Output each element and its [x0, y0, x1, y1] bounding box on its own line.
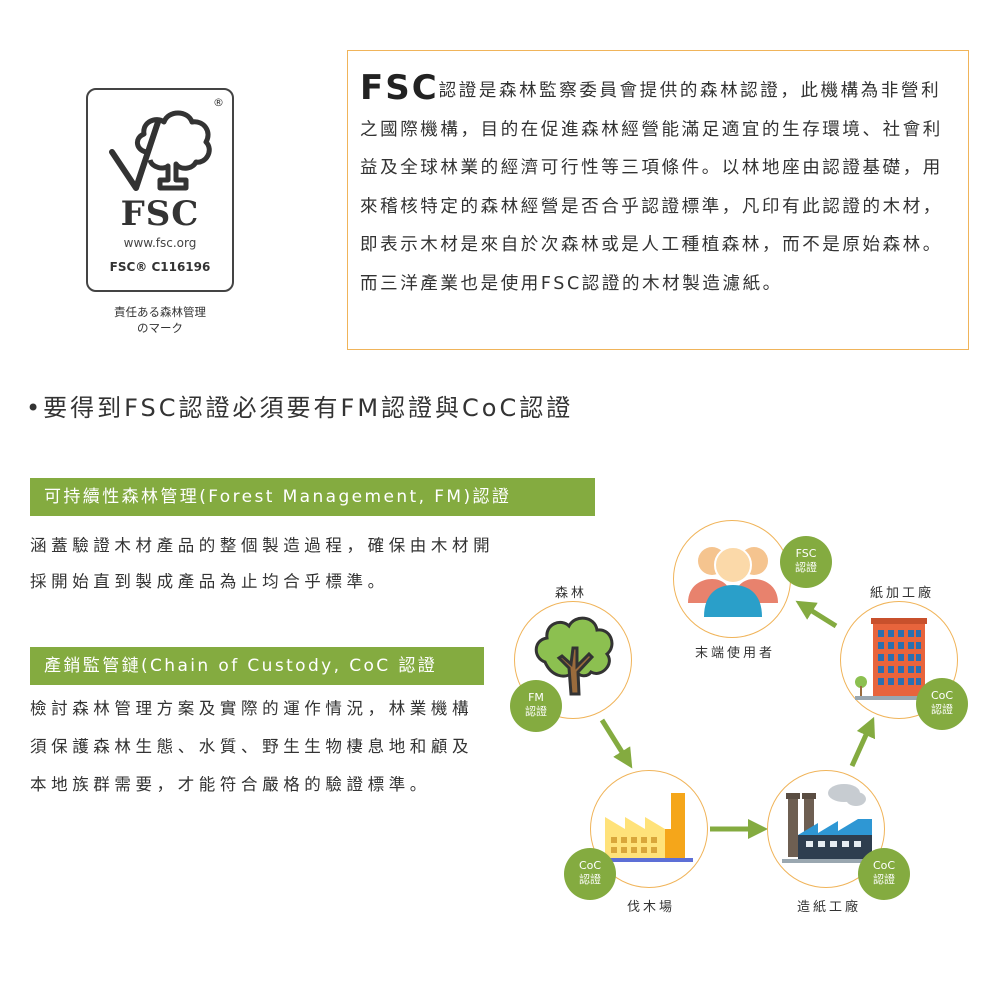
building-icon [855, 618, 945, 700]
forest-badge-line2: 認證 [525, 705, 547, 718]
coc-description: 檢討森林管理方案及實際的運作情況，林業機構須保護森林生態、水質、野生生物棲息地和… [30, 699, 474, 794]
registered-mark: ® [213, 96, 224, 109]
intro-text-2: 而三洋產業也是使用FSC認證的木材製造濾紙。 [360, 273, 783, 294]
paper-mill-label: 造紙工廠 [797, 900, 862, 915]
end-user-badge-line2: 認證 [795, 561, 817, 574]
end-user-label: 末端使用者 [695, 646, 776, 661]
logging-label: 伐木場 [627, 900, 676, 915]
logging-badge-line2: 認證 [579, 873, 601, 886]
logging-badge: CoC 認證 [564, 848, 616, 900]
logging-badge-line1: CoC [578, 859, 602, 872]
paper-factory-badge-line2: 認證 [931, 703, 953, 716]
arrow-forest-to-logging [599, 718, 633, 769]
section-heading: •要得到FSC認證必須要有FM認證與CoC認證 [26, 388, 573, 423]
users-icon [688, 546, 778, 617]
logo-caption: 責任ある森林管理 のマーク [86, 304, 234, 336]
intro-paragraph: FSC認證是森林監察委員會提供的森林認證，此機構為非營利之國際機構，目的在促進森… [360, 69, 954, 303]
bullet-mark: • [26, 394, 44, 422]
coc-title-bar: 產銷監管鏈(Chain of Custody, CoC 認證 [30, 647, 484, 685]
intro-lead: FSC [360, 68, 439, 108]
paper-mill-badge-line2: 認證 [873, 873, 895, 886]
end-user-node [673, 520, 791, 638]
forest-badge-line1: FM [528, 691, 544, 704]
fsc-logo: ® FSC www.fsc.org FSC® C116196 [86, 88, 234, 292]
logo-license-code: FSC® C116196 [109, 260, 211, 274]
checkmark-tree-icon [109, 110, 212, 191]
fm-title-bar: 可持續性森林管理(Forest Management, FM)認證 [30, 478, 595, 516]
paper-factory-label: 紙加工廠 [870, 586, 935, 601]
end-user-badge-line1: FSC [795, 547, 817, 560]
factory-icon [601, 793, 693, 862]
fm-description: 涵蓋驗證木材產品的整個製造過程，確保由木材開採開始直到製成產品為止均合乎標準。 [30, 536, 495, 591]
logo-url: www.fsc.org [123, 236, 197, 250]
forest-label: 森林 [555, 586, 588, 601]
arrow-factory-to-user [795, 600, 838, 629]
section-heading-text: 要得到FSC認證必須要有FM認證與CoC認證 [43, 394, 574, 422]
forest-node [514, 601, 632, 719]
end-user-badge: FSC 認證 [780, 536, 832, 588]
paper-mill-badge-line1: CoC [872, 859, 896, 872]
intro-box: FSC認證是森林監察委員會提供的森林認證，此機構為非營利之國際機構，目的在促進森… [347, 50, 969, 350]
forest-badge: FM 認證 [510, 680, 562, 732]
tree-icon [534, 616, 614, 696]
paper-mill-badge: CoC 認證 [858, 848, 910, 900]
paper-factory-badge: CoC 認證 [916, 678, 968, 730]
logo-caption-line1: 責任ある森林管理 [114, 305, 206, 319]
logo-caption-line2: のマーク [137, 321, 183, 335]
paper-mill-icon [782, 784, 874, 863]
logo-fsc-text: FSC [120, 194, 200, 234]
paper-factory-badge-line1: CoC [930, 689, 954, 702]
arrow-mill-to-factory [849, 716, 876, 768]
intro-text: 認證是森林監察委員會提供的森林認證，此機構為非營利之國際機構，目的在促進森林經營… [360, 81, 943, 255]
